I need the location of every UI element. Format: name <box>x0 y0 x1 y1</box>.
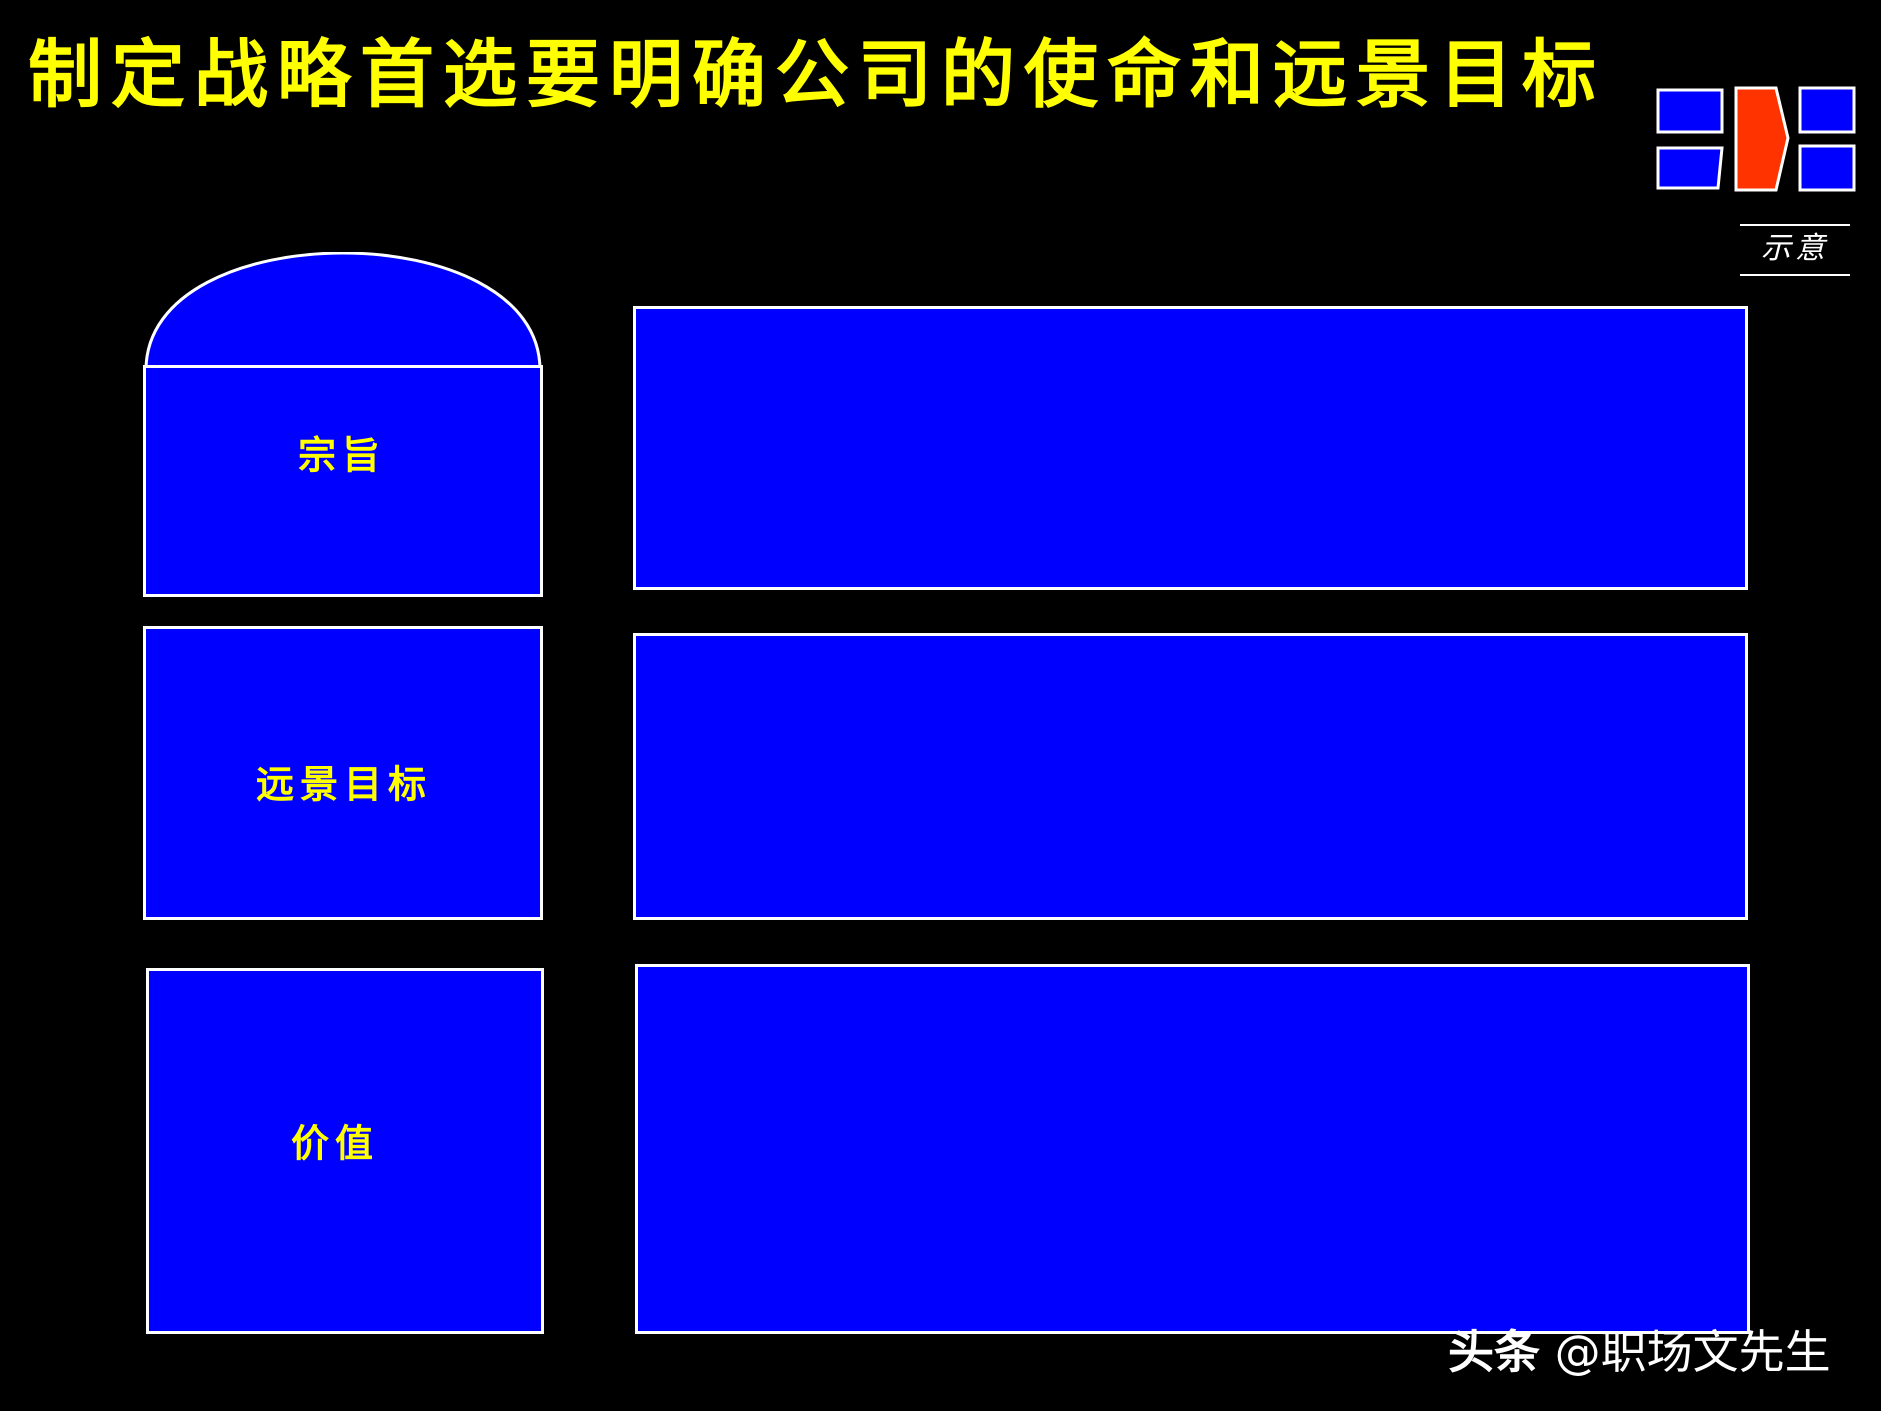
logo-block-top-right <box>1798 86 1856 134</box>
vision-label-box <box>143 626 543 920</box>
legend-illustrative: 示意 <box>1740 224 1850 276</box>
values-label-box <box>146 968 544 1334</box>
watermark: 头条 @职场文先生 <box>1448 1316 1831 1382</box>
watermark-brand: 头条 <box>1448 1325 1540 1379</box>
values-content-box <box>635 964 1750 1334</box>
values-label: 价值 <box>290 1120 380 1166</box>
logo-arrow <box>1734 86 1790 192</box>
mission-label-box <box>143 365 543 597</box>
watermark-handle: @职场文先生 <box>1554 1325 1831 1379</box>
mission-dome <box>144 252 542 372</box>
page-title: 制定战略首选要明确公司的使命和远景目标 <box>28 32 1605 118</box>
logo-block-bottom-left <box>1656 146 1724 190</box>
vision-label: 远景目标 <box>255 761 433 807</box>
logo-block-bottom-right <box>1798 144 1856 192</box>
vision-content-box <box>633 633 1748 920</box>
mission-label: 宗旨 <box>297 432 387 478</box>
logo-block-top-left <box>1656 88 1724 134</box>
process-arrow-logo-icon <box>1656 86 1856 192</box>
mission-content-box <box>633 306 1748 590</box>
